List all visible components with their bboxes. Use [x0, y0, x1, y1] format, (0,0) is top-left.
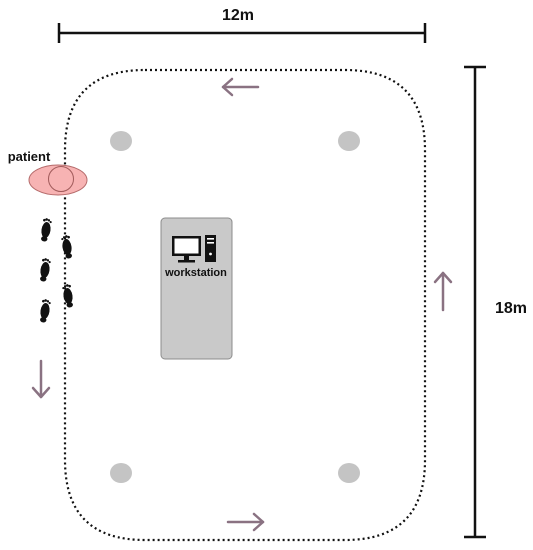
pillar-top-right [338, 131, 360, 151]
walking-path [63, 68, 427, 542]
footprints [40, 218, 73, 323]
pillar-top-left [110, 131, 132, 151]
width-label: 12m [222, 7, 254, 24]
footprint-icon [62, 284, 73, 308]
footprint-icon [61, 235, 72, 259]
computer-icon [172, 235, 216, 263]
arrow-icon [433, 271, 453, 312]
pillar-bottom-right [338, 463, 360, 483]
pillar-bottom-left [110, 463, 132, 483]
patient-label: patient [8, 149, 51, 164]
arrow-icon [226, 512, 265, 532]
footprint-icon [41, 218, 52, 242]
footprint-icon [40, 258, 51, 282]
footprint-icon [40, 299, 51, 323]
width-dimension [57, 23, 427, 43]
arrow-icon [31, 359, 51, 399]
height-dimension [464, 65, 486, 539]
arrow-icon [221, 77, 260, 97]
workstation-label: workstation [164, 267, 227, 279]
height-label: 18m [495, 300, 527, 317]
patient-figure [28, 164, 88, 196]
